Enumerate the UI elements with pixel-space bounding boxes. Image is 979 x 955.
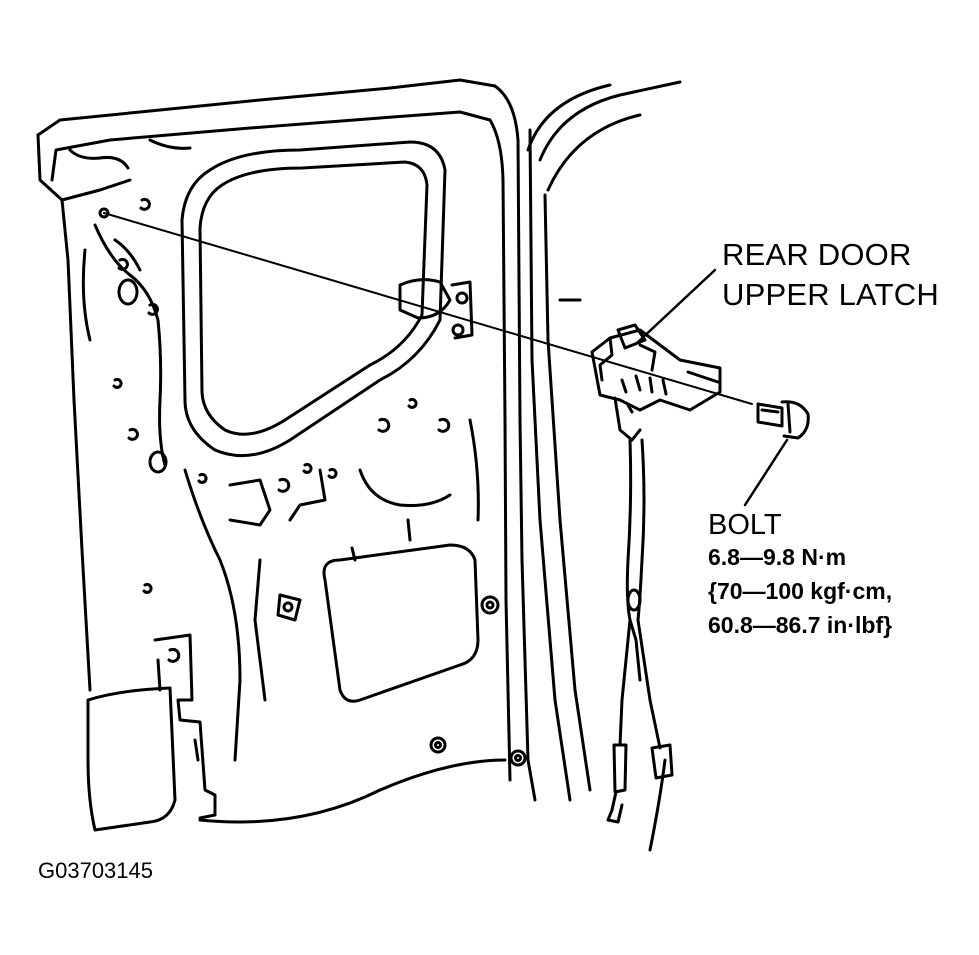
upper-latch-assembly — [590, 323, 722, 442]
torque-spec-kgf: {70—100 kgf·cm, — [708, 578, 893, 604]
door-panel-outline — [36, 78, 537, 824]
latch-leader-line — [636, 268, 717, 344]
body-pillar — [526, 80, 682, 852]
bolt-leader-line — [743, 438, 789, 507]
latch-label-line2: UPPER LATCH — [722, 277, 939, 312]
left-pillar-details — [68, 138, 192, 594]
latch-cable — [606, 438, 674, 824]
bolt-label: BOLT — [708, 509, 782, 541]
torque-spec-nm: 6.8—9.8 N·m — [708, 544, 847, 570]
access-panel — [276, 518, 527, 767]
window-opening — [180, 140, 447, 458]
bolt — [756, 400, 810, 440]
inner-handle — [398, 278, 474, 340]
torque-spec-inlbf: 60.8—86.7 in·lbf} — [708, 612, 893, 638]
alignment-line — [103, 212, 753, 405]
latch-label-line1: REAR DOOR — [722, 237, 912, 272]
lower-hinge — [86, 633, 217, 832]
figure-id: G03703145 — [38, 858, 153, 883]
lower-panel-details — [183, 397, 480, 762]
